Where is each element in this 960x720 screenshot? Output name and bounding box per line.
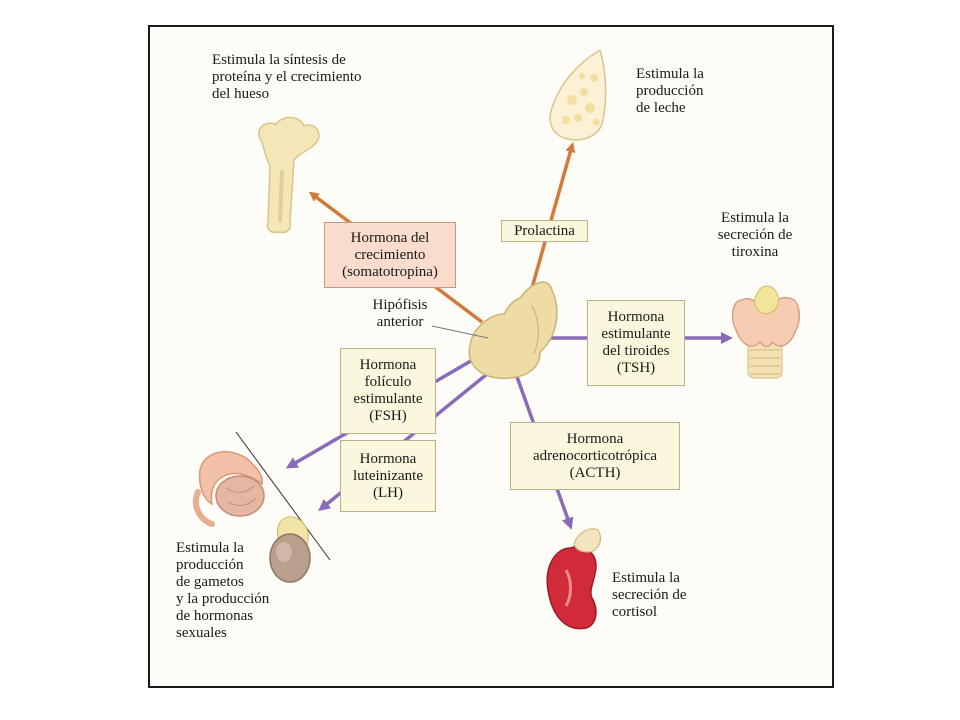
testis-illustration bbox=[269, 516, 311, 583]
label-cortisol-effect: Estimula la secreción de cortisol bbox=[612, 570, 687, 620]
hormone-box-tsh: Hormona estimulante del tiroides (TSH) bbox=[587, 300, 685, 386]
hormone-box-lh: Hormona luteinizante (LH) bbox=[340, 440, 436, 512]
mammary-gland-illustration bbox=[549, 48, 607, 141]
hipofisis-pointer bbox=[431, 325, 489, 339]
adrenal-kidney-illustration bbox=[546, 528, 601, 630]
ovary-uterus-illustration bbox=[192, 451, 265, 527]
label-anterior-pituitary: Hipófisis anterior bbox=[372, 297, 428, 330]
bone-illustration bbox=[258, 116, 320, 234]
label-bone-effect: Estimula la síntesis de proteína y el cr… bbox=[212, 52, 362, 102]
thyroid-illustration bbox=[731, 285, 801, 379]
label-milk-effect: Estimula la producción de leche bbox=[636, 66, 704, 116]
anterior-pituitary-illustration bbox=[468, 281, 558, 380]
label-thyroxine-effect: Estimula la secreción de tiroxina bbox=[717, 210, 793, 260]
hormone-box-gh: Hormona del crecimiento (somatotropina) bbox=[324, 222, 456, 288]
hormone-box-fsh: Hormona folículo estimulante (FSH) bbox=[340, 348, 436, 434]
label-gametes-effect: Estimula la producción de gametos y la p… bbox=[176, 540, 270, 641]
hormone-box-acth: Hormona adrenocorticotrópica (ACTH) bbox=[510, 422, 680, 490]
hormone-box-prolactina: Prolactina bbox=[501, 220, 588, 242]
separator-line bbox=[235, 431, 331, 561]
